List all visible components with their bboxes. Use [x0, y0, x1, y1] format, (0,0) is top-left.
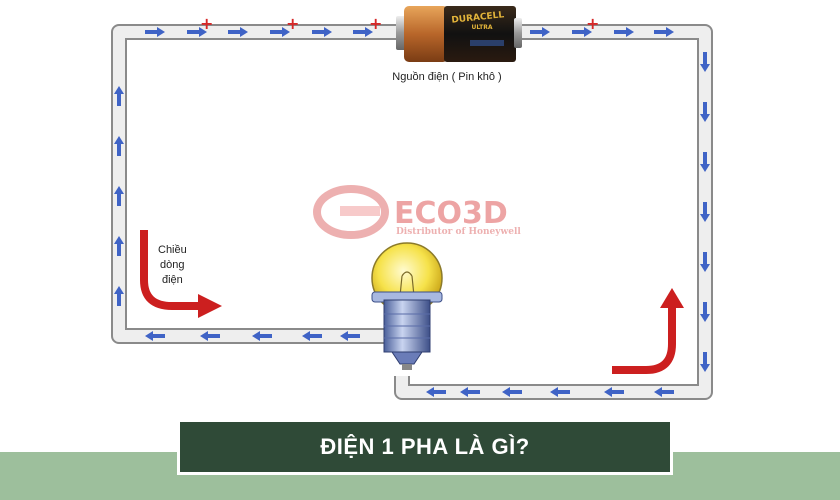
red-arrowhead-left: [198, 294, 222, 318]
plus-sign: +: [286, 14, 299, 33]
current-arrow: [654, 27, 674, 37]
current-arrow: [426, 387, 446, 397]
current-arrow: [353, 27, 373, 37]
current-arrow: [270, 27, 290, 37]
current-arrow: [700, 252, 710, 272]
current-arrow: [700, 202, 710, 222]
watermark-tagline: Distributor of Honeywell: [396, 227, 521, 237]
current-arrow: [572, 27, 592, 37]
current-arrow: [114, 236, 124, 256]
current-arrow: [145, 27, 165, 37]
current-arrow: [252, 331, 272, 341]
red-direction-arrow-right: [612, 306, 676, 374]
current-arrow: [114, 286, 124, 306]
eco3d-watermark: ECO3D Distributor of Honeywell: [313, 185, 521, 239]
current-arrow: [700, 302, 710, 322]
current-arrow: [460, 387, 480, 397]
current-arrow: [550, 387, 570, 397]
current-arrow: [228, 27, 248, 37]
plus-signs: + + + +: [200, 14, 599, 33]
current-arrows: [114, 27, 710, 397]
battery-label: Nguồn điện ( Pin khô ): [392, 71, 501, 83]
current-arrow: [114, 186, 124, 206]
label-line: điện: [162, 274, 183, 286]
plus-sign: +: [369, 14, 382, 33]
page-title: ĐIỆN 1 PHA LÀ GÌ?: [320, 434, 530, 459]
current-arrow: [145, 331, 165, 341]
current-arrow: [700, 152, 710, 172]
current-arrow: [700, 102, 710, 122]
watermark-name: ECO3D: [394, 196, 508, 231]
battery-brand-sub: ULTRA: [471, 24, 492, 31]
red-arrowhead-right: [660, 288, 684, 308]
label-line: dòng: [160, 259, 184, 271]
current-arrow: [302, 331, 322, 341]
battery: DURACELL ULTRA: [396, 6, 522, 62]
light-bulb: [371, 242, 443, 370]
plus-sign: +: [200, 14, 213, 33]
footer-title-box: ĐIỆN 1 PHA LÀ GÌ?: [177, 419, 673, 475]
current-arrow: [340, 331, 360, 341]
current-arrow: [312, 27, 332, 37]
current-arrow: [114, 136, 124, 156]
current-arrow: [700, 352, 710, 372]
current-arrow: [604, 387, 624, 397]
red-direction-arrow-left: [140, 230, 200, 310]
current-arrow: [502, 387, 522, 397]
plus-sign: +: [586, 14, 599, 33]
current-arrow: [530, 27, 550, 37]
current-arrow: [614, 27, 634, 37]
current-arrow: [700, 52, 710, 72]
current-arrow: [200, 331, 220, 341]
label-line: Chiều: [158, 244, 187, 256]
current-arrow: [114, 86, 124, 106]
current-arrow: [187, 27, 207, 37]
current-arrow: [654, 387, 674, 397]
current-direction-label: Chiều dòng điện: [158, 244, 187, 286]
